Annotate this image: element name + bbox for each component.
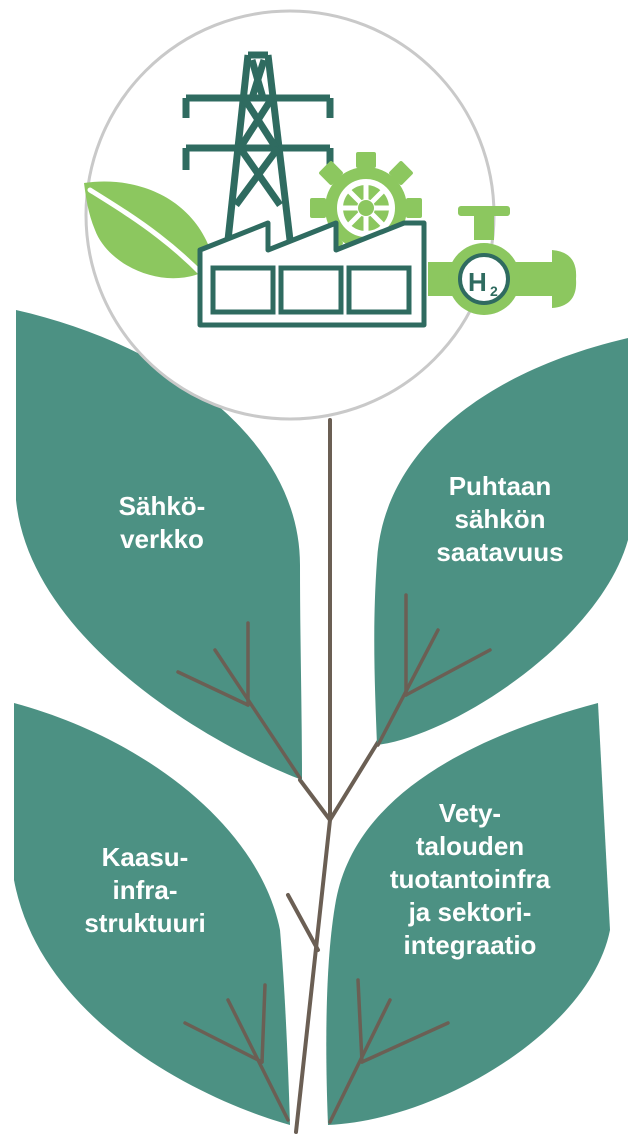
leaf-bottom-left — [14, 703, 290, 1125]
label-line: integraatio — [403, 930, 537, 960]
label-line: tuotantoinfra — [389, 864, 551, 894]
label-line: talouden — [415, 831, 525, 861]
h2-subscript: 2 — [490, 283, 498, 299]
leaf-bottom-right — [326, 703, 610, 1125]
leaf-label-vetytalouden-tuotantoinfra: Vety- talouden tuotantoinfra ja sektori-… — [365, 797, 575, 962]
leaf-top-right — [374, 338, 628, 747]
label-line: saatavuus — [436, 537, 564, 567]
label-line: Sähkö- — [118, 491, 206, 521]
label-line: sähkön — [454, 504, 546, 534]
label-line: Vety- — [438, 798, 502, 828]
leaf-label-kaasuinfrastruktuuri: Kaasu- infra- struktuuri — [45, 841, 245, 940]
leaf-label-sahkoverkko: Sähkö- verkko — [62, 490, 262, 556]
leaf-label-puhtaan-sahkon-saatavuus: Puhtaan sähkön saatavuus — [395, 470, 605, 569]
label-line: verkko — [120, 524, 204, 554]
label-line: ja sektori- — [408, 897, 532, 927]
label-line: Kaasu- — [101, 842, 189, 872]
factory-icon — [197, 220, 427, 328]
energy-icon-circle: H 2 — [84, 9, 577, 421]
transmission-tower-icon — [182, 51, 334, 241]
label-line: struktuuri — [84, 908, 206, 938]
label-line: infra- — [112, 875, 178, 905]
h2-symbol: H — [468, 267, 487, 297]
hydrogen-pipe-icon: H 2 — [428, 206, 577, 315]
label-line: Puhtaan — [448, 471, 552, 501]
plant-stem — [286, 418, 380, 1134]
leaf-top-left — [16, 310, 302, 780]
